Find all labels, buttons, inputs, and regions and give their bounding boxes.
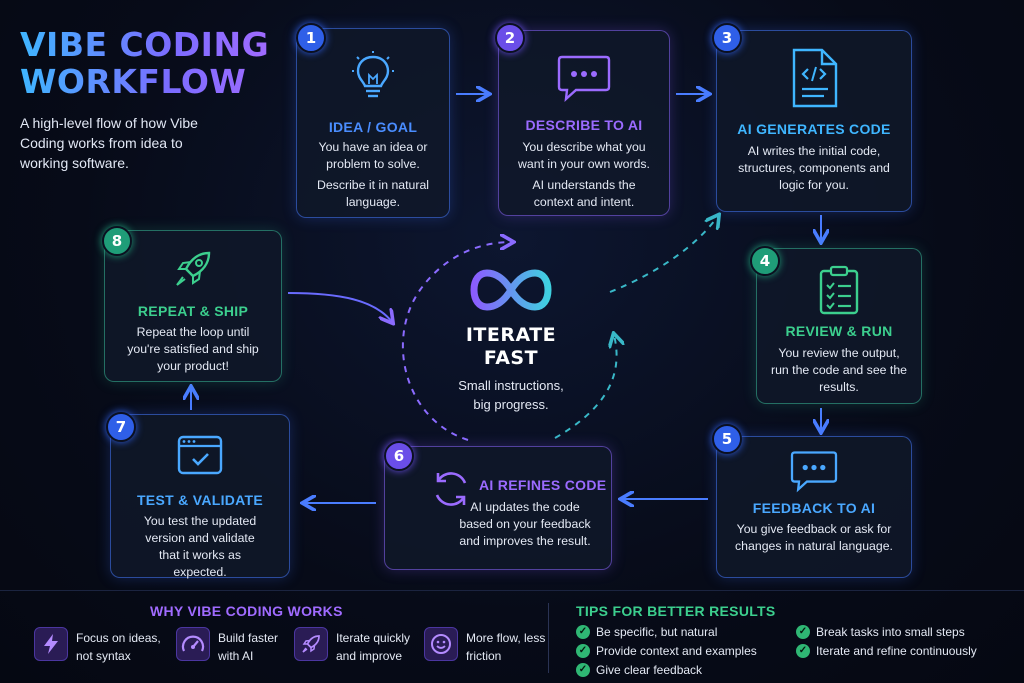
why-item-text: Focus on ideas, not syntax (76, 631, 161, 663)
tip-item: ✓ Provide context and examples (576, 643, 757, 659)
step-desc: You review the output, run the code and … (770, 346, 908, 394)
center-title-line-1: ITERATE (465, 324, 557, 346)
check-icon: ✓ (576, 663, 590, 677)
step-desc: You test the updated version and validat… (143, 514, 257, 579)
step-card-describe-to-ai: DESCRIBE TO AI You describe what you wan… (498, 30, 670, 216)
step-desc-2: Describe it in natural language. (316, 178, 430, 209)
loop-dashed-purple (401, 242, 512, 441)
loop-dashed-teal-bottom (554, 335, 617, 439)
tip-text: Be specific, but natural (596, 625, 718, 639)
step-number-badge: 8 (102, 226, 132, 256)
check-icon: ✓ (796, 625, 810, 639)
step-desc: You have an idea or problem to solve. (318, 140, 428, 171)
step-title: REPEAT & SHIP (137, 303, 249, 319)
tip-item: ✓ Break tasks into small steps (796, 624, 965, 640)
tip-text: Iterate and refine continuously (816, 644, 977, 658)
step-number-badge: 6 (384, 441, 414, 471)
refresh-icon (429, 467, 611, 511)
speedometer-icon (176, 627, 210, 661)
iterate-fast-center: ITERATE FAST Small instructions, big pro… (400, 240, 622, 462)
step-card-ai-generates-code: AI GENERATES CODE AI writes the initial … (716, 30, 912, 212)
step-number-badge: 7 (106, 412, 136, 442)
smiley-icon (424, 627, 458, 661)
loop-dashed-teal-top (609, 216, 718, 293)
center-desc: Small instructions, big progress. (458, 378, 564, 412)
step-card-idea-goal: IDEA / GOAL You have an idea or problem … (296, 28, 450, 218)
step-number-badge: 2 (495, 23, 525, 53)
step-number-badge: 4 (750, 246, 780, 276)
why-section-title: WHY VIBE CODING WORKS (150, 603, 343, 619)
lightbulb-icon (297, 51, 449, 103)
check-icon: ✓ (796, 644, 810, 658)
why-item-text: Iterate quickly and improve (336, 631, 411, 663)
footer-divider (548, 603, 549, 673)
step-title: AI REFINES CODE (479, 477, 607, 493)
step-desc: Repeat the loop until you're satisfied a… (127, 325, 259, 373)
rocket-icon (105, 247, 281, 291)
why-item-text: Build faster with AI (218, 631, 279, 663)
step-title: DESCRIBE TO AI (525, 117, 643, 133)
subtitle: A high-level flow of how Vibe Coding wor… (20, 115, 198, 171)
step-card-review-run: REVIEW & RUN You review the output, run … (756, 248, 922, 404)
tip-text: Break tasks into small steps (816, 625, 965, 639)
check-icon: ✓ (576, 625, 590, 639)
step-title: FEEDBACK TO AI (752, 500, 876, 516)
code-file-icon (717, 47, 911, 109)
step-title: AI GENERATES CODE (737, 121, 891, 137)
tip-text: Provide context and examples (596, 644, 757, 658)
rocket-icon (294, 627, 328, 661)
tips-section-title: TIPS FOR BETTER RESULTS (576, 603, 776, 619)
step-desc: You describe what you want in your own w… (518, 140, 650, 171)
chat-bubble-icon (717, 449, 911, 493)
center-title: ITERATE FAST (400, 324, 622, 370)
step-number-badge: 3 (712, 23, 742, 53)
clipboard-checklist-icon (757, 265, 921, 315)
browser-check-icon (111, 435, 289, 475)
tip-item: ✓ Be specific, but natural (576, 624, 717, 640)
footer-panel: WHY VIBE CODING WORKS Focus on ideas, no… (0, 590, 1024, 683)
step-title: IDEA / GOAL (328, 119, 418, 135)
step-card-ai-refines-code: AI REFINES CODE AI updates the code base… (384, 446, 612, 570)
why-item-text: More flow, less friction (466, 631, 546, 663)
lightning-icon (34, 627, 68, 661)
tip-item: ✓ Give clear feedback (576, 662, 702, 678)
step-number-badge: 1 (296, 23, 326, 53)
arrow-8-to-center (287, 292, 392, 322)
infinity-icon (470, 268, 552, 317)
step-desc: You give feedback or ask for changes in … (735, 522, 893, 553)
step-title: TEST & VALIDATE (136, 492, 264, 508)
chat-bubble-icon (499, 53, 669, 103)
step-card-feedback-to-ai: FEEDBACK TO AI You give feedback or ask … (716, 436, 912, 578)
center-title-line-2: FAST (483, 347, 539, 369)
step-number-badge: 5 (712, 424, 742, 454)
tip-item: ✓ Iterate and refine continuously (796, 643, 977, 659)
step-card-repeat-ship: REPEAT & SHIP Repeat the loop until you'… (104, 230, 282, 382)
check-icon: ✓ (576, 644, 590, 658)
tip-text: Give clear feedback (596, 663, 703, 677)
step-desc: AI updates the code based on your feedba… (459, 500, 591, 548)
step-desc-2: AI understands the context and intent. (532, 178, 636, 209)
step-card-test-validate: TEST & VALIDATE You test the updated ver… (110, 414, 290, 579)
step-title: REVIEW & RUN (785, 323, 893, 339)
step-desc: AI writes the initial code, structures, … (738, 144, 890, 192)
